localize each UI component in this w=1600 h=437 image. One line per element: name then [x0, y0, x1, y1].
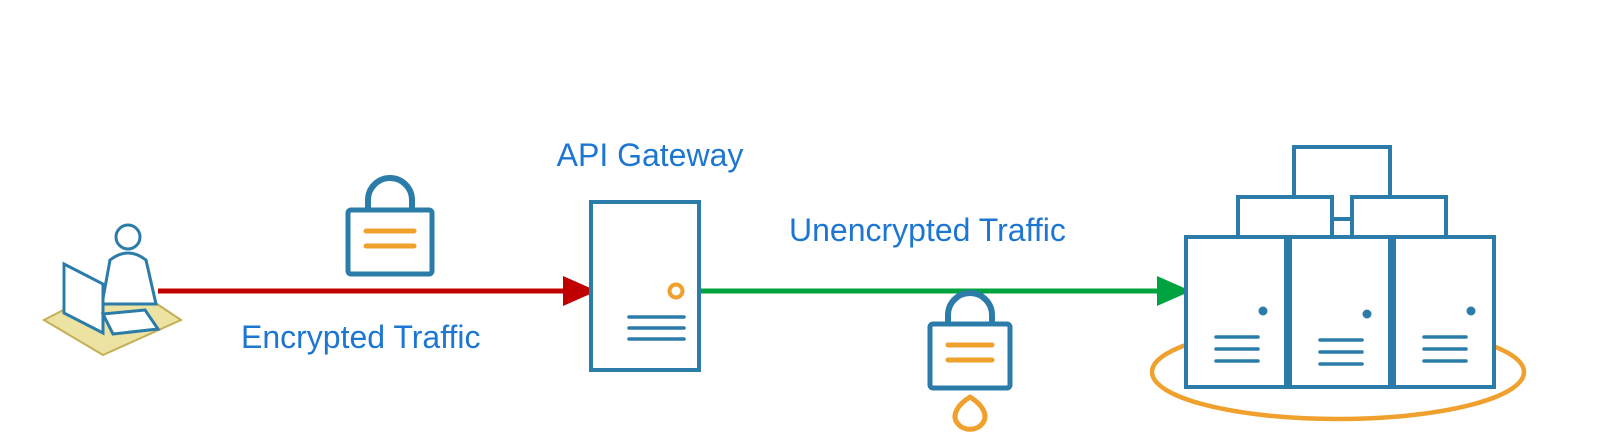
person-at-computer-icon — [41, 223, 184, 357]
front-server-3 — [1392, 235, 1496, 389]
unencrypted-traffic-arrow — [700, 276, 1191, 306]
encrypted-traffic-arrow — [158, 276, 597, 306]
unencrypted-traffic-label: Unencrypted Traffic — [789, 212, 1066, 248]
person-head — [114, 223, 142, 251]
closed-padlock-icon — [345, 175, 435, 277]
front-server-1 — [1184, 235, 1288, 389]
keyboard-shape — [100, 308, 161, 336]
open-padlock-icon — [927, 290, 1013, 432]
open-shackle-shape — [952, 394, 988, 432]
api-gateway-server-icon — [589, 200, 701, 372]
front-server-2 — [1288, 235, 1392, 389]
api-gateway-label: API Gateway — [556, 137, 744, 173]
status-light — [667, 282, 685, 300]
person-torso — [100, 251, 158, 306]
server-cluster-icon — [1149, 145, 1527, 422]
encrypted-traffic-label: Encrypted Traffic — [241, 319, 481, 355]
monitor-screen — [62, 261, 105, 336]
